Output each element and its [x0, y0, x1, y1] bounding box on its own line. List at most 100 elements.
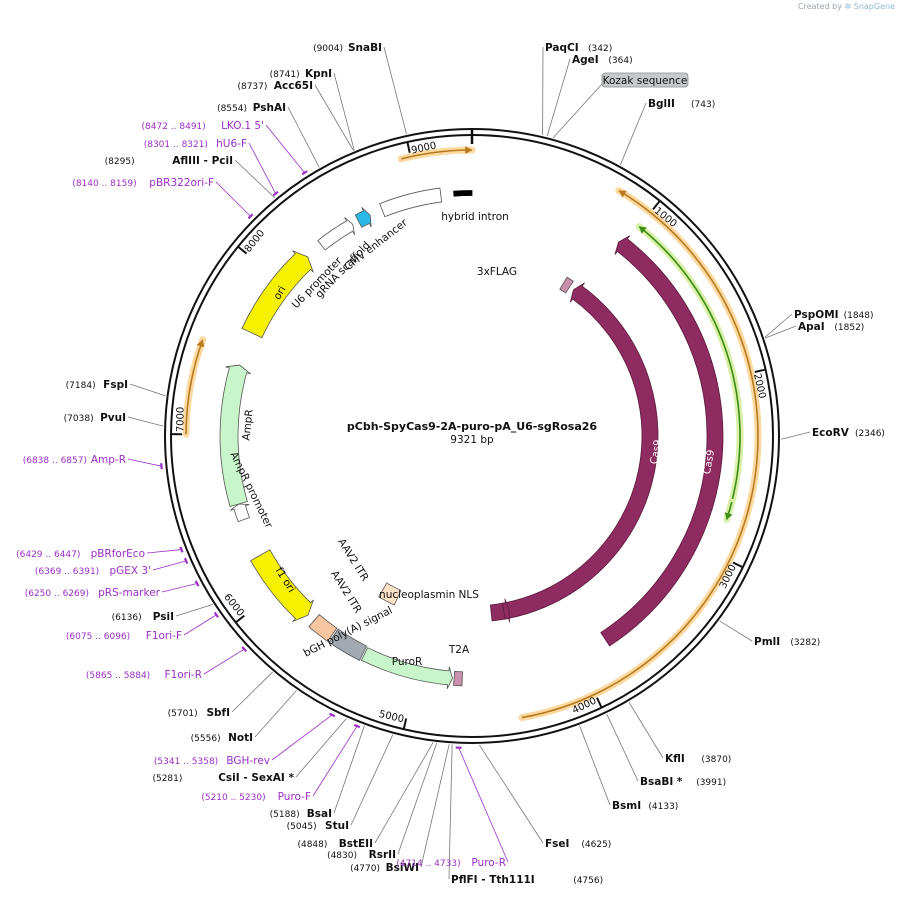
site-leader-12	[350, 734, 394, 826]
primer-name-pgex-3-: pGEX 3'	[109, 565, 151, 577]
tick-label-6000: 6000	[221, 592, 245, 619]
feature-label-t2a: T2A	[448, 644, 470, 656]
primer-mark-7	[213, 611, 219, 618]
primer-mark-4	[179, 546, 184, 553]
site-pos-fspi: (7184)	[66, 381, 96, 391]
primer-name-f1ori-f: F1ori-F	[146, 630, 182, 642]
arc-arrow-icon-4	[465, 146, 472, 155]
tick-label-8000: 8000	[243, 228, 268, 255]
site-name-ecorv: EcoRV	[812, 427, 850, 439]
primer-pos-lko-1-5-: (8472 .. 8491)	[142, 122, 206, 132]
tick-8000	[237, 245, 248, 255]
site-name-pflfi-tth111i: PflFI - Tth111I	[451, 874, 535, 886]
site-name-csii-sexai-: CsiI - SexAI *	[218, 772, 294, 784]
arc-arrow-icon-0	[639, 226, 647, 234]
tick-6000	[235, 614, 245, 624]
snapgene-logo-icon: ✲	[844, 2, 852, 11]
site-leader-16	[448, 744, 453, 880]
site-leader-9	[254, 690, 297, 738]
kozak-layer: Kozak sequence	[552, 72, 689, 139]
primer-name-prs-marker: pRS-marker	[98, 587, 161, 599]
site-leader-11	[333, 725, 365, 814]
feature-label-3xflag: 3xFLAG	[477, 266, 517, 278]
primer-name-hu6-f: hU6-F	[216, 138, 247, 150]
backbone	[164, 128, 780, 744]
arc-layer	[182, 146, 762, 722]
primer-leader-8	[203, 648, 245, 675]
site-pos-rsrii: (4830)	[327, 851, 357, 861]
site-name-noti: NotI	[228, 732, 253, 744]
site-name-agei: AgeI	[572, 54, 599, 66]
site-leader-18	[579, 725, 611, 806]
primer-name-puro-f: Puro-F	[278, 791, 311, 803]
site-pos-fsei: (4625)	[581, 840, 611, 850]
site-leader-1	[333, 72, 355, 151]
tick-label-2000: 2000	[751, 372, 767, 399]
primer-mark-0	[301, 170, 308, 176]
primer-mark-5	[183, 557, 189, 564]
feature-grna-scaffold	[354, 206, 372, 228]
arc-line-3	[185, 339, 204, 435]
primer-name-f1ori-r: F1ori-R	[165, 669, 202, 681]
site-pos-pvui: (7038)	[64, 414, 94, 424]
primer-mark-9	[329, 712, 336, 718]
primer-mark-6	[194, 580, 200, 587]
tick-1000	[652, 200, 661, 211]
site-leader-5	[129, 383, 166, 397]
primer-layer: LKO.1 5'(8472 .. 8491)hU6-F(8301 .. 8321…	[16, 120, 509, 869]
primer-leader-3	[127, 458, 162, 467]
site-name-bsabi-: BsaBI *	[640, 776, 683, 788]
site-leader-24	[764, 313, 793, 338]
site-leader-25	[620, 102, 647, 166]
site-pos-bglii: (743)	[691, 100, 715, 110]
arc-arrow-icon-1	[724, 512, 733, 520]
site-leader-20	[628, 701, 664, 759]
site-leader-26	[546, 58, 571, 137]
site-name-apai: ApaI	[798, 321, 825, 333]
site-name-pspomi: PspOMI	[794, 309, 839, 321]
site-pos-pspomi: (1848)	[844, 311, 874, 321]
primer-leader-5	[152, 560, 187, 571]
site-layer: SnaBI(9004)KpnI(8741)Acc65I(8737)PshAI(8…	[64, 42, 885, 886]
feature-label-hybrid-intron: hybrid intron	[441, 211, 509, 223]
site-name-pmli: PmlI	[754, 636, 780, 648]
primer-name-pbrforeco: pBRforEco	[91, 548, 145, 560]
primer-mark-3	[160, 463, 163, 470]
primer-mark-10	[353, 723, 361, 729]
primer-pos-pgex-3-: (6369 .. 6391)	[35, 567, 99, 577]
site-leader-8	[231, 671, 273, 713]
site-pos-stui: (5045)	[287, 822, 317, 832]
plasmid-size: 9321 bp	[450, 434, 494, 446]
site-name-afliii-pcii: AflIII - PciI	[172, 155, 233, 167]
site-name-paqci: PaqCI	[545, 42, 579, 54]
site-pos-kfli: (3870)	[701, 755, 731, 765]
feature-aav2-itr	[378, 582, 402, 606]
arc-glow-3	[182, 336, 207, 438]
site-name-acc65i: Acc65I	[274, 80, 313, 92]
site-pos-bsiwi: (4770)	[350, 864, 380, 874]
site-leader-21	[719, 620, 753, 642]
plasmid-name: pCbh-SpyCas9-2A-puro-pA_U6-sgRosa26	[347, 420, 598, 433]
arc-line-2	[521, 189, 759, 719]
site-leader-19	[606, 713, 639, 782]
snapgene-credit: Created by ✲ SnapGene	[798, 2, 895, 11]
site-name-fsei: FseI	[545, 838, 569, 850]
site-name-stui: StuI	[325, 820, 349, 832]
primer-leader-4	[146, 549, 182, 554]
site-pos-noti: (5556)	[191, 734, 221, 744]
site-leader-4	[234, 159, 276, 199]
primer-pos-puro-r: (4714 .. 4733)	[396, 859, 460, 869]
tick-4000	[595, 697, 603, 709]
feature-label-ori: ori	[271, 284, 288, 302]
site-name-sbfi: SbfI	[206, 707, 230, 719]
kozak-label: Kozak sequence	[603, 75, 688, 87]
arc-arrow-icon-3	[196, 339, 205, 348]
site-leader-10	[295, 718, 347, 778]
feature-aav2-itr	[308, 614, 338, 642]
site-pos-kpni: (8741)	[270, 70, 300, 80]
site-leader-3	[287, 106, 320, 168]
feature-ampr-promoter	[229, 503, 250, 523]
site-leader-0	[383, 46, 407, 135]
site-leader-23	[764, 325, 797, 339]
primer-leader-7	[183, 614, 217, 636]
